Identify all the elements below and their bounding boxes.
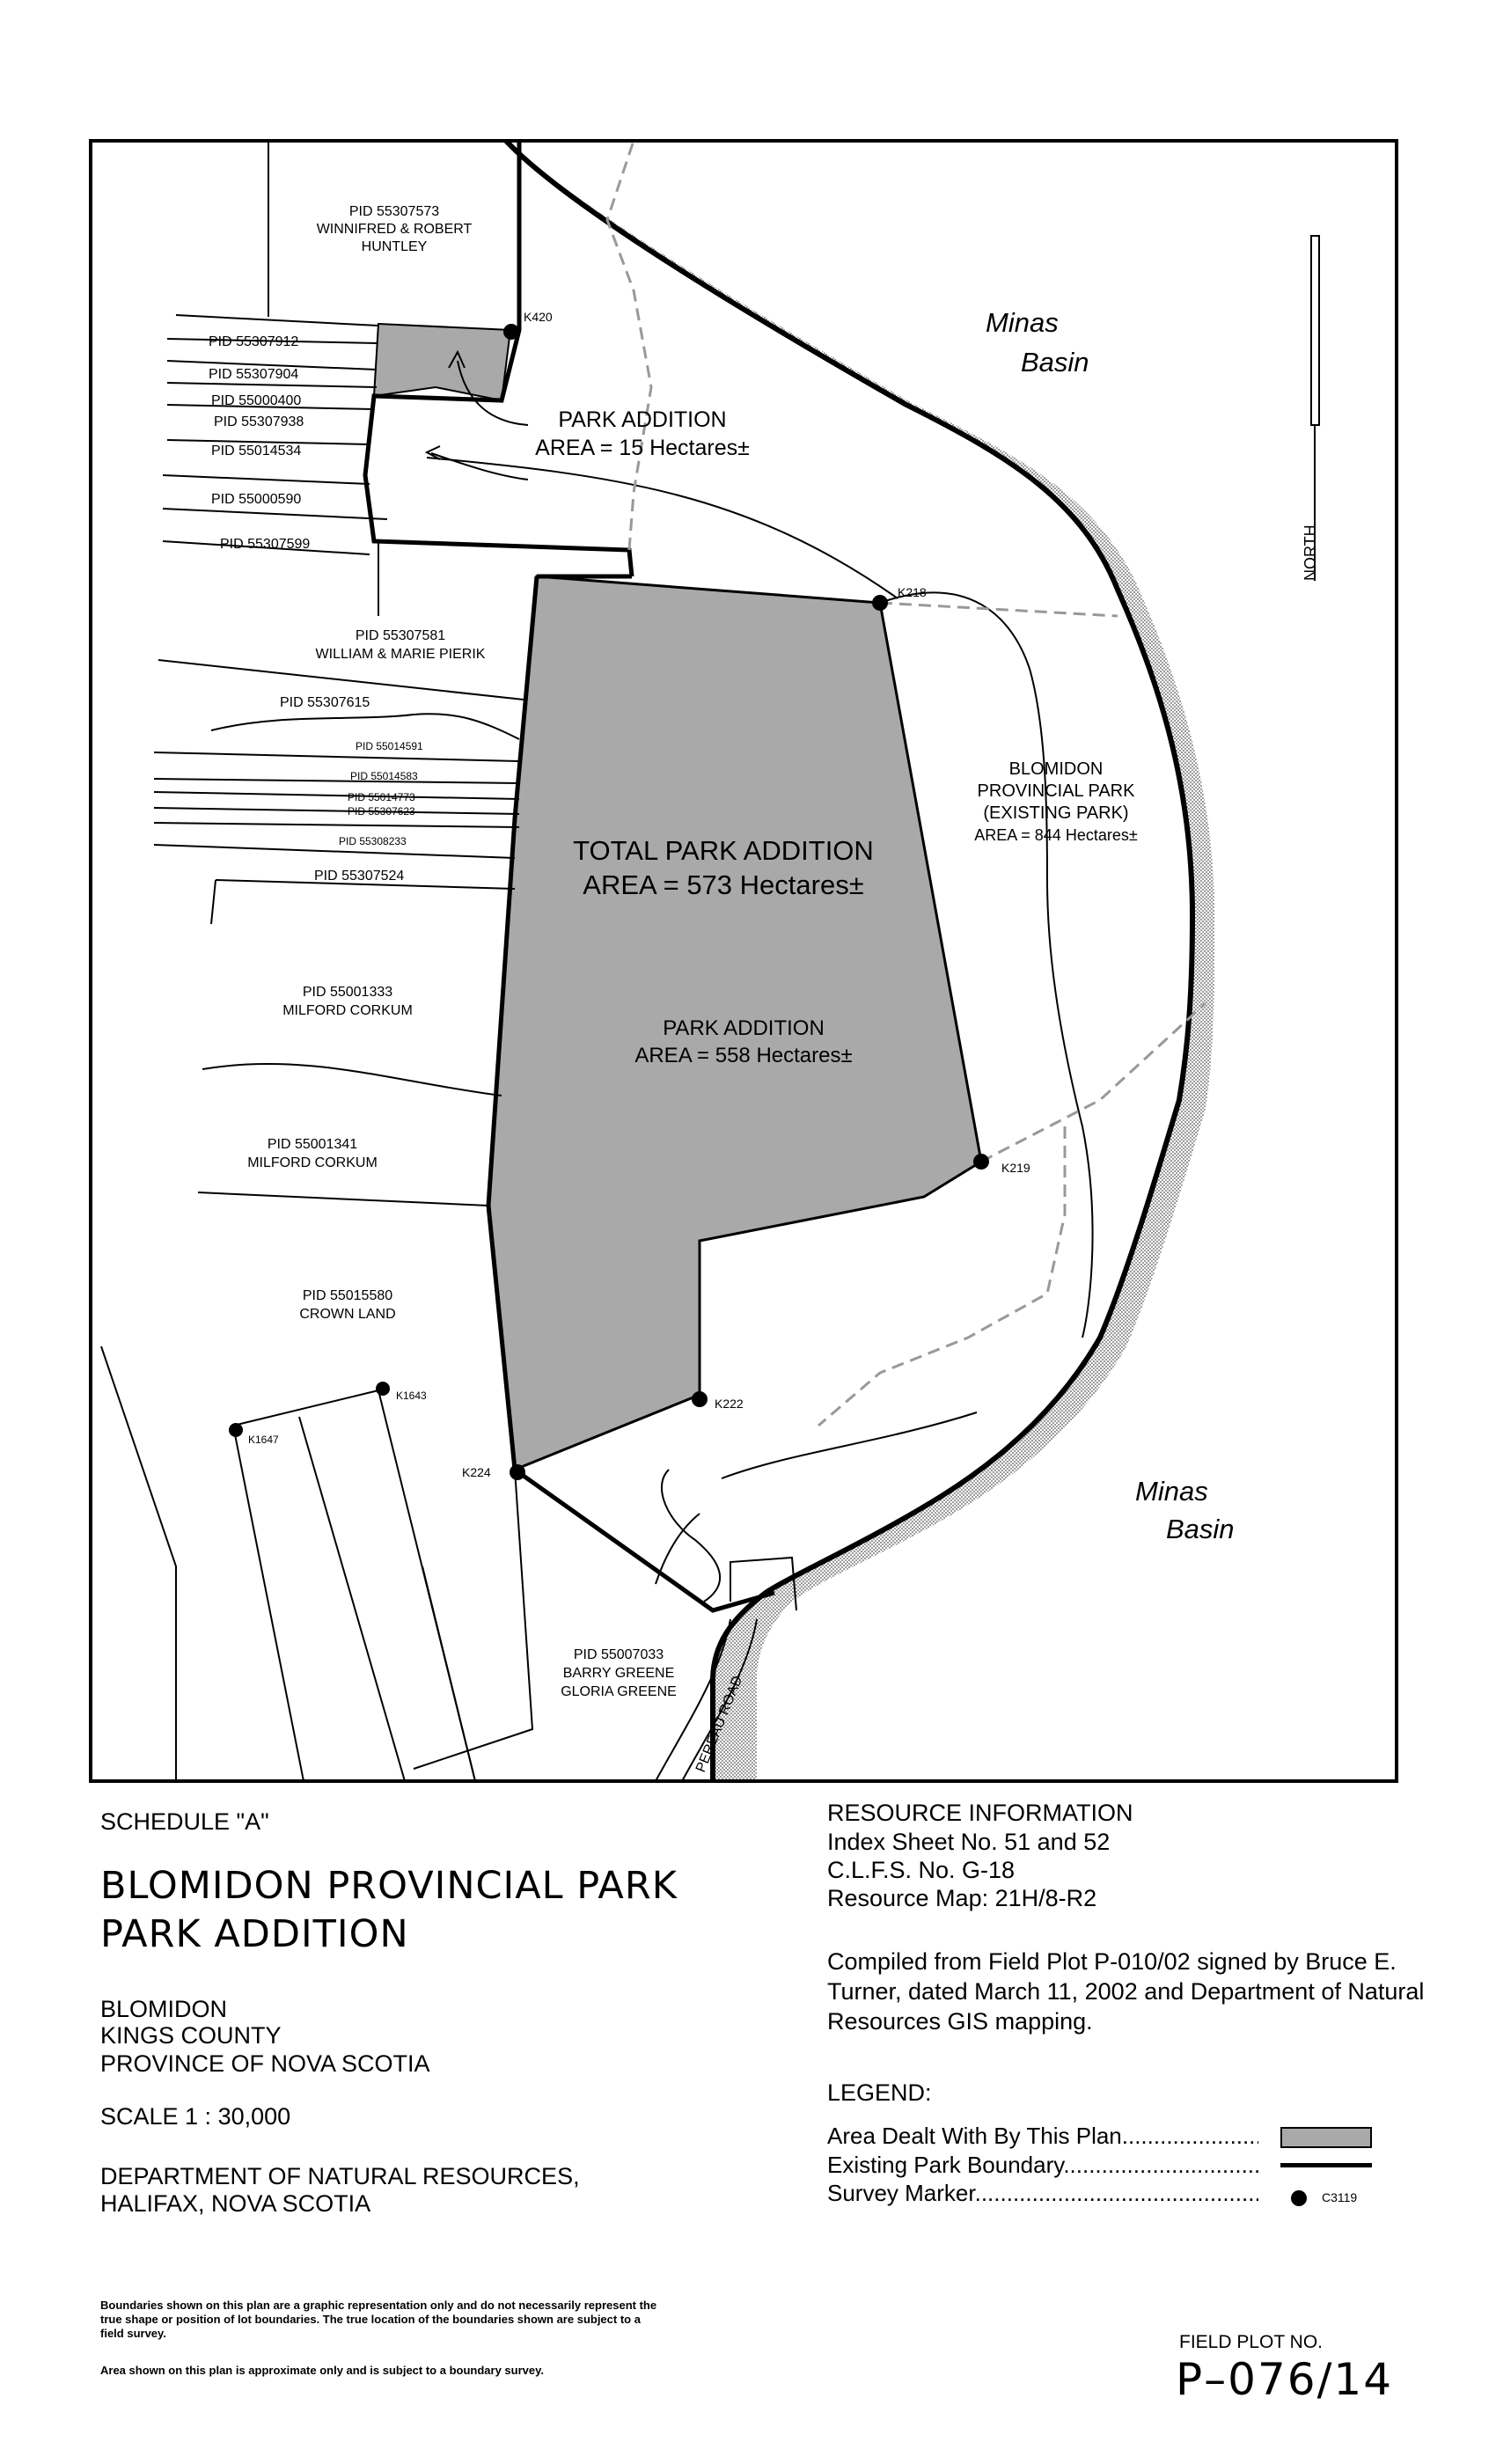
- marker-k1643: [376, 1382, 390, 1396]
- parcel-huntley-owner-2: HUNTLEY: [362, 239, 428, 254]
- marker-k224: [510, 1464, 525, 1480]
- survey-markers: [229, 324, 989, 1480]
- map-canvas: Minas Basin Minas Basin NORTH TOTAL PARK…: [89, 139, 1398, 1783]
- marker-label-k222: K222: [715, 1397, 744, 1411]
- department-line-1: DEPARTMENT OF NATURAL RESOURCES,: [100, 2163, 580, 2189]
- water-label-south-1: Minas: [1135, 1476, 1208, 1507]
- total-area-title: TOTAL PARK ADDITION: [573, 835, 874, 866]
- compiled-note: Compiled from Field Plot P-010/02 signed…: [827, 1948, 1425, 2035]
- existing-park-1: BLOMIDON: [1009, 759, 1104, 779]
- legend-swatch-area: [1280, 2127, 1372, 2148]
- coastline: [503, 141, 1196, 1781]
- parcel-greene-owner-1: BARRY GREENE: [563, 1666, 675, 1681]
- water-label-north-1: Minas: [986, 307, 1059, 338]
- pid-label: PID 55014583: [350, 770, 418, 782]
- north-label: NORTH: [1302, 524, 1319, 581]
- scale-label: SCALE 1 : 30,000: [100, 2103, 291, 2130]
- marker-label-k1643: K1643: [396, 1390, 427, 1402]
- parcel-corkum2-owner: MILFORD CORKUM: [247, 1155, 378, 1170]
- legend-swatch-marker: [1291, 2190, 1307, 2206]
- existing-park-2: PROVINCIAL PARK: [978, 781, 1136, 801]
- marker-k219: [973, 1154, 989, 1170]
- parcel-crown-owner: CROWN LAND: [299, 1307, 395, 1322]
- parcel-crown-pid: PID 55015580: [303, 1288, 392, 1303]
- existing-park-4: AREA = 844 Hectares±: [974, 826, 1138, 844]
- pid-label: PID 55307524: [314, 869, 404, 884]
- existing-park-boundary: [363, 141, 775, 1613]
- parcel-huntley-pid: PID 55307573: [349, 204, 439, 219]
- pid-label: PID 55307623: [348, 805, 415, 818]
- schedule-label: SCHEDULE "A": [100, 1808, 269, 1835]
- north-arrow: [1310, 235, 1320, 581]
- resource-line-clfs: C.L.F.S. No. G-18: [827, 1857, 1016, 1883]
- main-addition-value: AREA = 558 Hectares±: [634, 1044, 852, 1067]
- legend-swatch-boundary: [1280, 2163, 1372, 2167]
- pid-label: PID 55307912: [209, 334, 298, 349]
- map-frame: [89, 139, 1398, 1783]
- resource-line-index: Index Sheet No. 51 and 52: [827, 1829, 1111, 1855]
- resource-line-map: Resource Map: 21H/8-R2: [827, 1885, 1097, 1911]
- marker-label-k224: K224: [462, 1465, 491, 1479]
- field-plot-label: FIELD PLOT NO.: [1179, 2332, 1323, 2352]
- pid-label: PID 55307904: [209, 367, 298, 382]
- pereau-road: [655, 1618, 758, 1781]
- legend-item-marker: Survey Marker...........................…: [827, 2180, 1258, 2206]
- marker-k218: [872, 595, 888, 611]
- pid-label: PID 55014534: [211, 444, 301, 458]
- parcel-corkum2-pid: PID 55001341: [268, 1137, 357, 1152]
- location-county: KINGS COUNTY: [100, 2022, 282, 2049]
- plan-subtitle: PARK ADDITION: [100, 1912, 409, 1956]
- marker-k420: [503, 324, 519, 340]
- marker-label-k218: K218: [898, 585, 927, 599]
- park-addition-small: [372, 322, 512, 402]
- water-label-north-2: Basin: [1021, 347, 1089, 378]
- marker-label-k1647: K1647: [248, 1434, 279, 1446]
- parcel-corkum1-pid: PID 55001333: [303, 985, 392, 1000]
- marker-label-k219: K219: [1001, 1161, 1030, 1175]
- parcel-greene-owner-2: GLORIA GREENE: [561, 1684, 677, 1699]
- boundary-disclaimer: Boundaries shown on this plan are a grap…: [100, 2299, 657, 2340]
- area-disclaimer: Area shown on this plan is approximate o…: [100, 2364, 544, 2377]
- legend-heading: LEGEND:: [827, 2079, 932, 2106]
- pid-label: PID 55000400: [211, 393, 301, 408]
- small-addition-title: PARK ADDITION: [558, 407, 726, 432]
- pid-label: PID 55307938: [214, 414, 304, 429]
- department-line-2: HALIFAX, NOVA SCOTIA: [100, 2190, 371, 2217]
- parcel-pierik-owner: WILLIAM & MARIE PIERIK: [316, 647, 486, 662]
- pid-label: PID 55000590: [211, 492, 301, 507]
- pid-label: PID 55014773: [348, 791, 415, 803]
- existing-park-3: (EXISTING PARK): [983, 803, 1128, 823]
- total-area-value: AREA = 573 Hectares±: [583, 869, 863, 900]
- parcel-pierik-pid: PID 55307581: [356, 628, 445, 643]
- parcel-lines: [100, 141, 534, 1781]
- pid-label: PID 55307599: [220, 537, 310, 552]
- field-plot-number: P–076/14: [1176, 2354, 1394, 2405]
- water-label-south-2: Basin: [1166, 1514, 1235, 1544]
- legend-marker-label: C3119: [1322, 2190, 1358, 2204]
- marker-label-k420: K420: [524, 310, 553, 324]
- small-addition-value: AREA = 15 Hectares±: [535, 436, 750, 460]
- main-addition-title: PARK ADDITION: [663, 1016, 825, 1040]
- pid-label: PID 55307615: [280, 695, 370, 710]
- marker-k1647: [229, 1423, 243, 1437]
- parcel-huntley-owner: WINNIFRED & ROBERT: [317, 222, 473, 237]
- pid-label: PID 55014591: [356, 740, 423, 752]
- parcel-corkum1-owner: MILFORD CORKUM: [282, 1003, 413, 1018]
- pid-label: PID 55308233: [339, 835, 407, 847]
- legend-item-area: Area Dealt With By This Plan............…: [827, 2123, 1258, 2149]
- legend-item-boundary: Existing Park Boundary..................…: [827, 2152, 1258, 2178]
- plan-title: BLOMIDON PROVINCIAL PARK: [100, 1864, 678, 1908]
- marker-k222: [692, 1391, 708, 1407]
- location-community: BLOMIDON: [100, 1996, 228, 2022]
- resource-heading: RESOURCE INFORMATION: [827, 1800, 1133, 1826]
- parcel-greene-pid: PID 55007033: [574, 1647, 664, 1662]
- location-province: PROVINCE OF NOVA SCOTIA: [100, 2050, 430, 2077]
